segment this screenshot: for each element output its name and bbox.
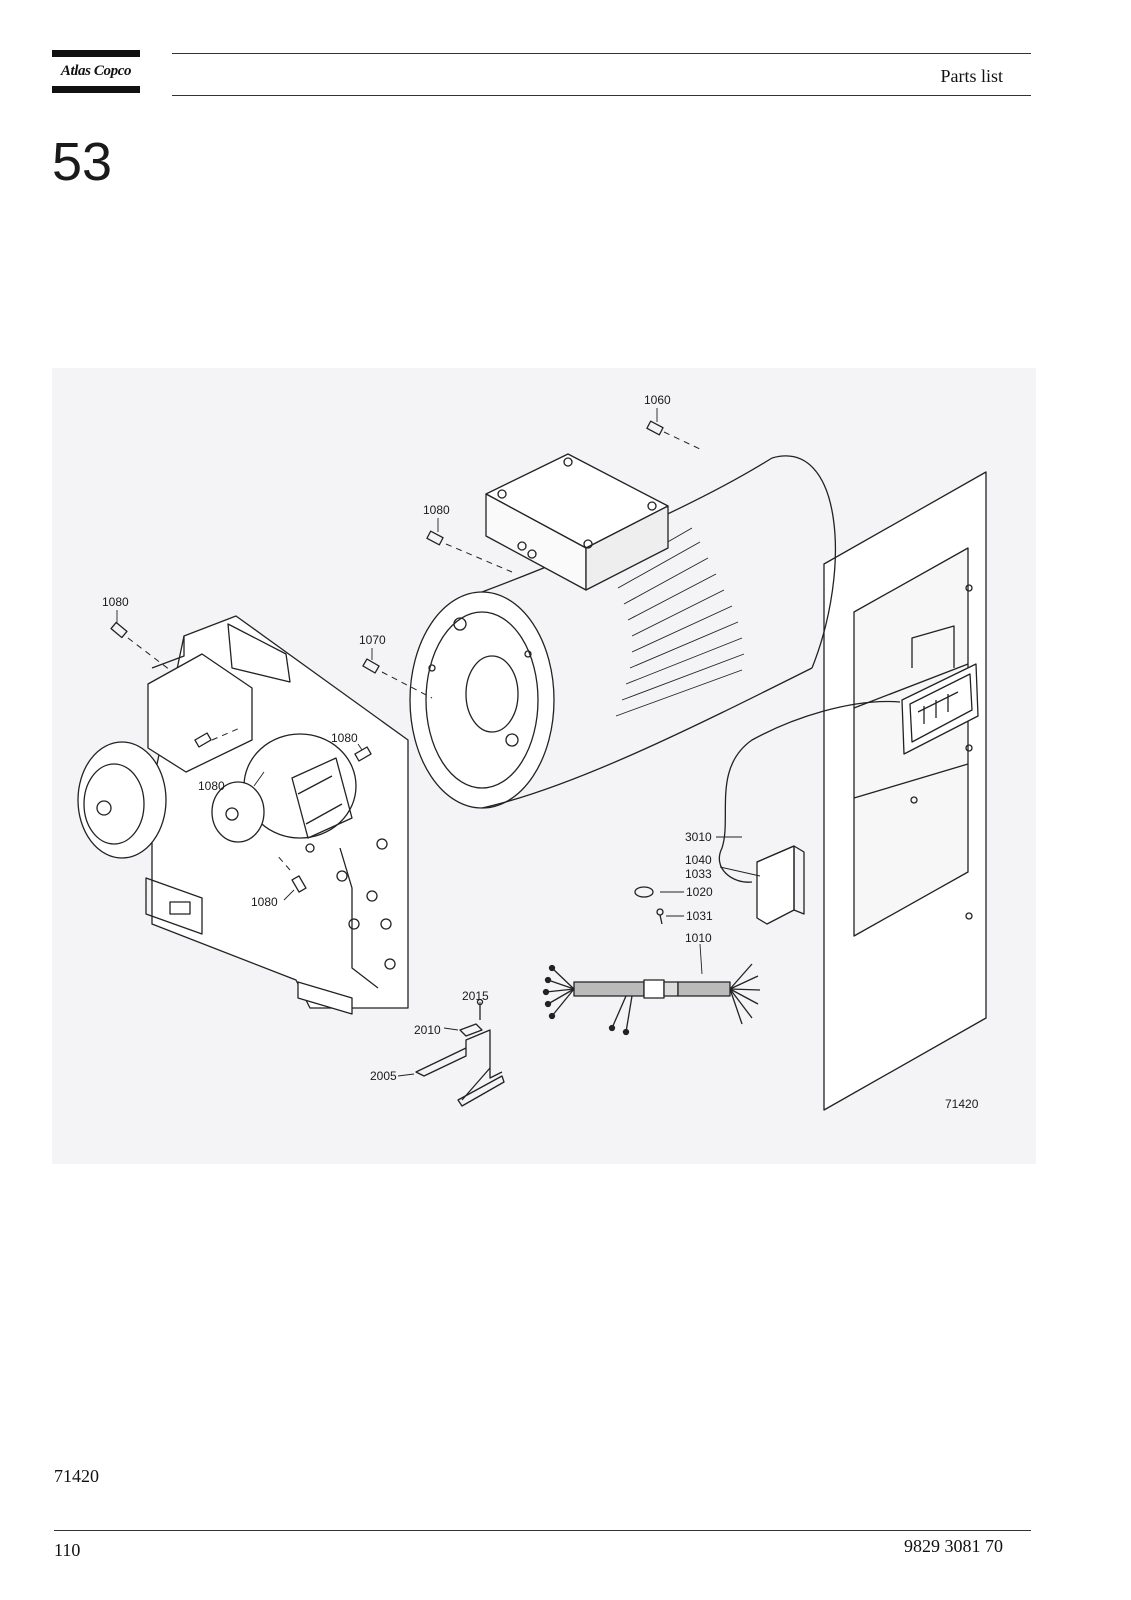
- side-panel: [823, 471, 987, 1111]
- logo-bottom-bar: [52, 86, 140, 93]
- cable-terminals: [542, 964, 630, 1036]
- document-number: 9829 3081 70: [904, 1536, 1003, 1556]
- callout-2010: 2010: [414, 1023, 441, 1037]
- logo-wordmark: Atlas Copco: [60, 63, 132, 79]
- callout-1080-motor: 1080: [423, 503, 450, 517]
- header-rule-bottom: [172, 95, 1031, 96]
- assembly-lines: [127, 431, 703, 871]
- callout-2005: 2005: [370, 1069, 397, 1083]
- studs: [110, 420, 664, 893]
- callout-1010: 1010: [685, 931, 712, 945]
- terminal-box: [485, 453, 669, 591]
- section-number: 53: [52, 132, 113, 192]
- callout-1040: 1040: [685, 853, 712, 867]
- mounting-bracket: [415, 998, 505, 1107]
- logo-top-bar: [52, 50, 140, 57]
- callout-1031: 1031: [686, 909, 713, 923]
- callout-1060: 1060: [644, 393, 671, 407]
- figure-image-ref: 71420: [945, 1097, 979, 1111]
- controller-module: [901, 663, 979, 755]
- parts-drawing-svg: 1060 1080 1080 1070 1080 1080 1080 3010 …: [77, 393, 987, 1111]
- callout-1070: 1070: [359, 633, 386, 647]
- exploded-parts-drawing: 1060 1080 1080 1070 1080 1080 1080 3010 …: [52, 368, 1036, 1164]
- callout-3010: 3010: [685, 830, 712, 844]
- callout-1020: 1020: [686, 885, 713, 899]
- compressor-element: [77, 615, 409, 1015]
- clamp-part: [634, 886, 654, 898]
- cover-box: [756, 845, 805, 925]
- cable-harness: [545, 963, 761, 1033]
- callout-1080-lower: 1080: [251, 895, 278, 909]
- callout-2015: 2015: [462, 989, 489, 1003]
- callout-1080-flange: 1080: [331, 731, 358, 745]
- footer-rule: [54, 1530, 1031, 1531]
- screw-part: [656, 908, 664, 925]
- callout-1080-center: 1080: [198, 779, 225, 793]
- callout-1080-element: 1080: [102, 595, 129, 609]
- header-rule-top: [172, 53, 1031, 54]
- atlas-copco-logo: Atlas Copco: [52, 50, 140, 94]
- page-number: 110: [54, 1540, 81, 1560]
- header-title: Parts list: [940, 66, 1003, 86]
- figure-reference: 71420: [54, 1466, 99, 1486]
- callout-1033: 1033: [685, 867, 712, 881]
- leader-lines: [116, 408, 761, 1077]
